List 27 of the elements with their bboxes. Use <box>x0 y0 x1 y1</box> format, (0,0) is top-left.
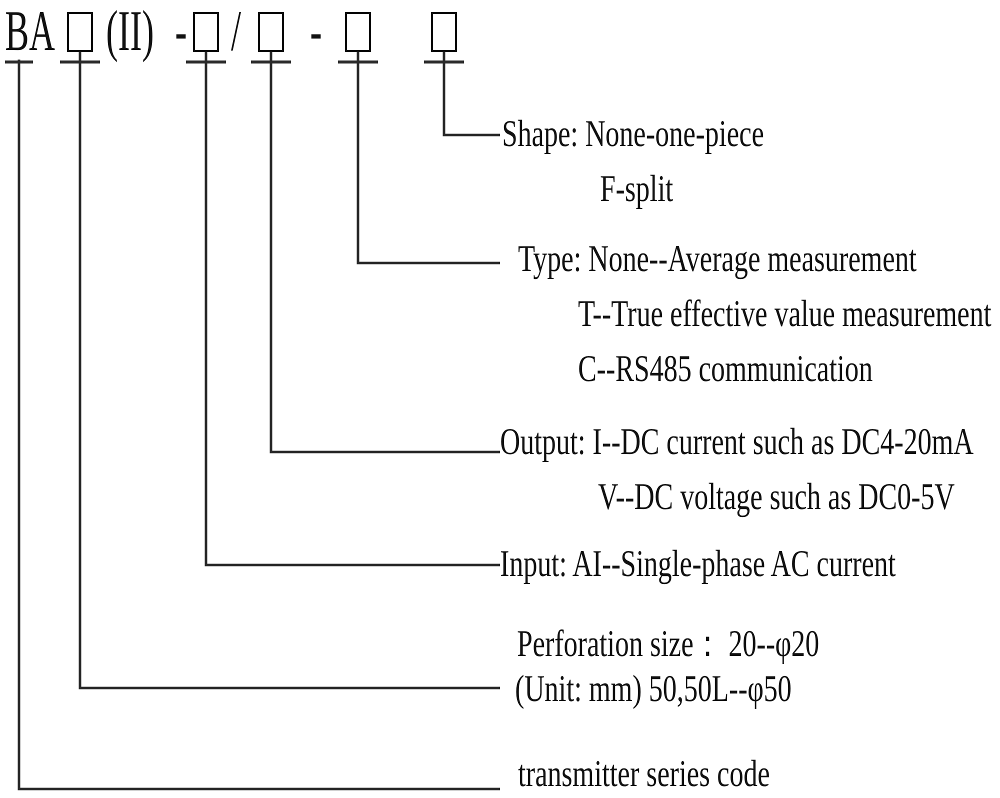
field-description: transmitter series code <box>518 756 770 794</box>
field-description: Perforation size： 20--φ20 <box>517 626 820 664</box>
leader-line <box>18 60 500 790</box>
field-description: Input: AI--Single-phase AC current <box>500 546 896 584</box>
field-description: Type: None--Average measurement <box>518 241 917 279</box>
code-text: (II) <box>106 2 154 60</box>
series-code-text: BA <box>5 2 56 60</box>
option-text: F-split <box>600 171 674 209</box>
separator-text: / <box>231 2 242 60</box>
field-description: Output: I--DC current such as DC4-20mA <box>500 424 974 462</box>
option-text: V--DC voltage such as DC0-5V <box>598 479 955 517</box>
leader-line <box>442 52 500 136</box>
field-description: Shape: None-one-piece <box>502 116 764 154</box>
option-text: T--True effective value measurement <box>578 296 992 334</box>
placeholder-box <box>345 12 371 52</box>
placeholder-box <box>193 12 219 52</box>
leader-line <box>78 52 500 690</box>
leader-line <box>356 52 500 264</box>
option-text: C--RS485 communication <box>578 351 873 389</box>
leader-line <box>204 52 500 566</box>
placeholder-box <box>67 12 93 52</box>
placeholder-box <box>431 12 457 52</box>
placeholder-box <box>258 12 284 52</box>
option-text: (Unit: mm) 50,50L--φ50 <box>515 671 792 709</box>
leader-line <box>270 52 500 454</box>
separator-text: - <box>310 2 322 60</box>
separator-text: - <box>175 2 187 60</box>
